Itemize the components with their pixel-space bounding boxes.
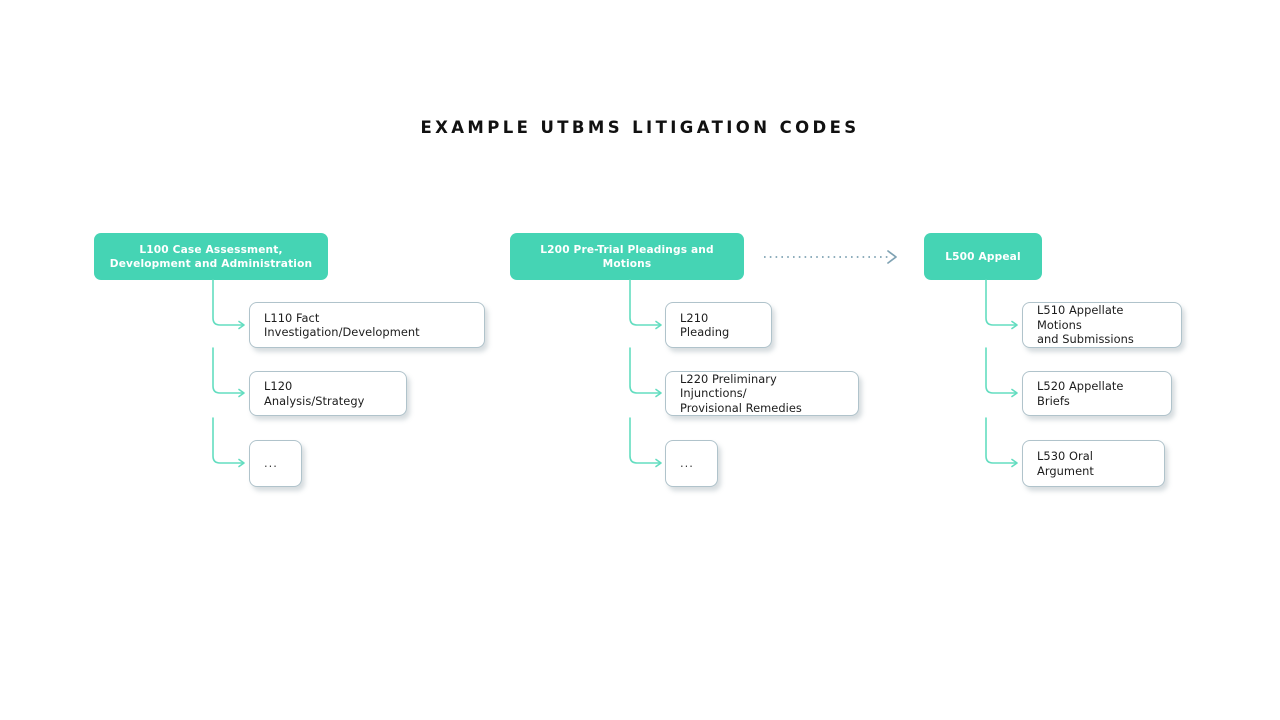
code-box-l520[interactable]: L520 Appellate Briefs	[1022, 371, 1172, 416]
code-box-l220[interactable]: L220 Preliminary Injunctions/ Provisiona…	[665, 371, 859, 416]
connector-l500-to-l530	[985, 417, 1018, 468]
code-box-label: L210 Pleading	[680, 310, 730, 340]
code-box-l100-ellipsis[interactable]: ...	[249, 440, 302, 487]
category-header-l200[interactable]: L200 Pre-Trial Pleadings and Motions	[510, 233, 744, 280]
code-box-l110[interactable]: L110 Fact Investigation/Development	[249, 302, 485, 348]
category-header-l100[interactable]: L100 Case Assessment, Development and Ad…	[94, 233, 328, 280]
connector-l500-to-l510	[985, 279, 1018, 330]
code-box-label: L530 Oral Argument	[1037, 449, 1094, 478]
code-box-l530[interactable]: L530 Oral Argument	[1022, 440, 1165, 487]
code-box-l120[interactable]: L120 Analysis/Strategy	[249, 371, 407, 416]
code-box-l510[interactable]: L510 Appellate Motions and Submissions	[1022, 302, 1182, 348]
code-box-label: L120 Analysis/Strategy	[264, 379, 365, 408]
code-box-label: L520 Appellate Briefs	[1037, 379, 1124, 408]
connector-l100-to-l120	[212, 347, 245, 398]
connector-l100-to-l110	[212, 279, 245, 330]
category-header-l500[interactable]: L500 Appeal	[924, 233, 1042, 280]
code-box-label: L110 Fact Investigation/Development	[264, 310, 420, 340]
code-box-l200-ellipsis[interactable]: ...	[665, 440, 718, 487]
dotted-link-l200-to-l500	[764, 250, 897, 264]
code-box-l210[interactable]: L210 Pleading	[665, 302, 772, 348]
page-title: EXAMPLE UTBMS LITIGATION CODES	[420, 118, 860, 137]
code-box-label: L510 Appellate Motions and Submissions	[1037, 303, 1134, 347]
connector-l500-to-l520	[985, 347, 1018, 398]
connector-l100-to-ellipsis	[212, 417, 245, 468]
code-box-label: ...	[264, 456, 278, 471]
code-box-label: L220 Preliminary Injunctions/ Provisiona…	[680, 371, 802, 415]
code-box-label: ...	[680, 456, 694, 471]
